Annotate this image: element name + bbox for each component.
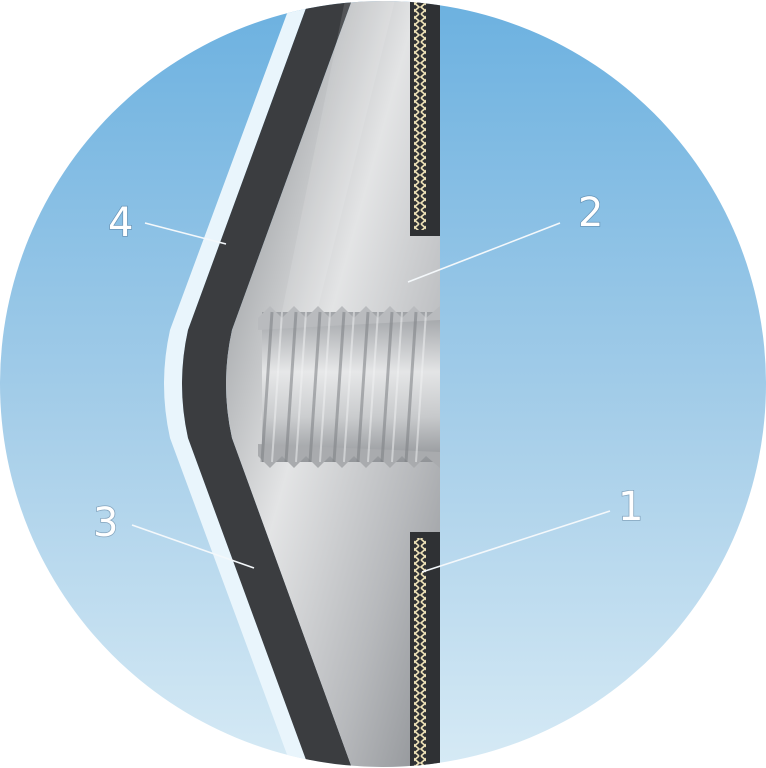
callout-label-2: 2 — [578, 190, 603, 236]
leader-line-2 — [407, 222, 561, 283]
dark-coating-layer — [182, 1, 352, 767]
leader-line-3 — [131, 524, 255, 569]
leader-line-4 — [144, 222, 227, 245]
leader-line-1 — [421, 510, 611, 573]
fabric-stitch-top — [414, 1, 426, 230]
callout-label-1: 1 — [618, 484, 643, 530]
outer-film-layer — [164, 1, 309, 767]
callout-label-3: 3 — [93, 500, 118, 546]
threaded-bore — [258, 306, 440, 468]
callout-label-4: 4 — [108, 200, 133, 246]
fabric-stitch-bottom — [414, 538, 426, 767]
